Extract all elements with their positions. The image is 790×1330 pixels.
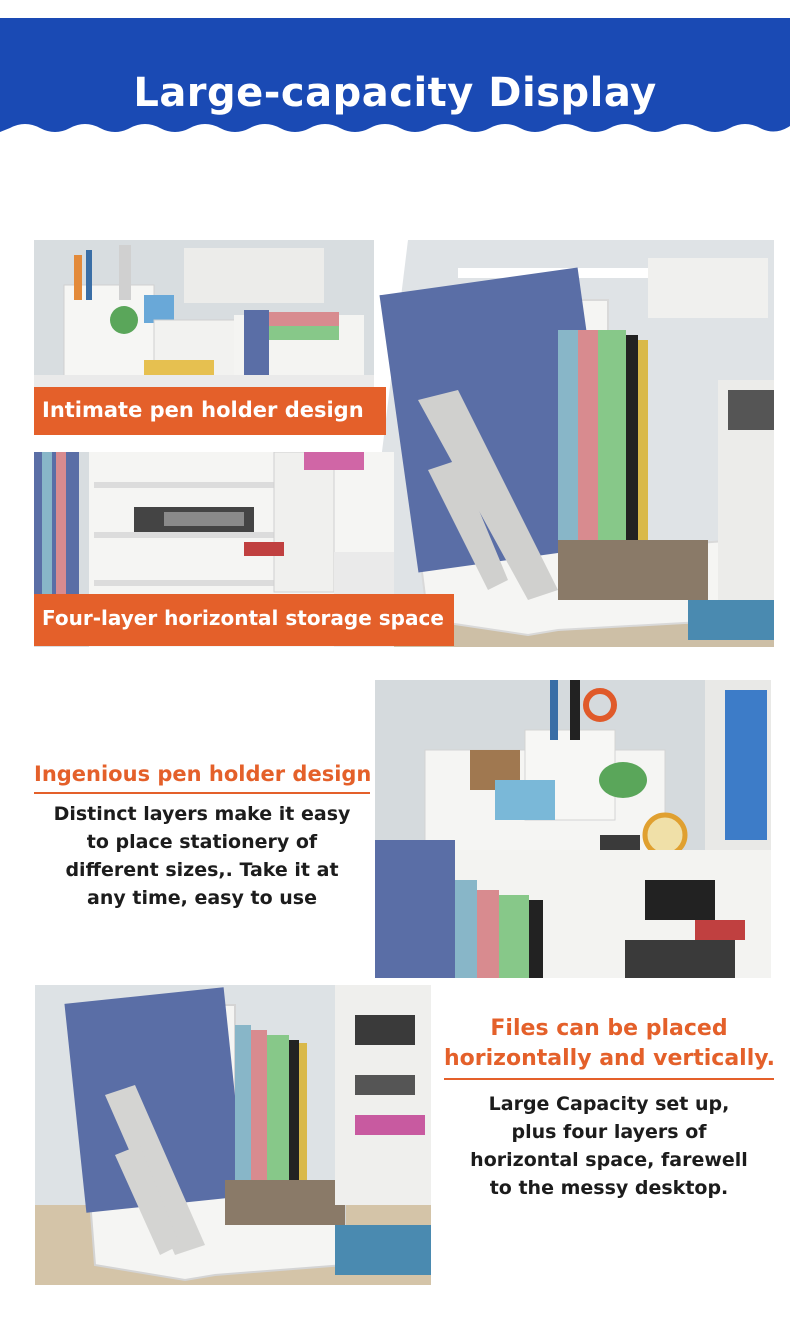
feature-pen-line: different sizes,. Take it at: [65, 859, 339, 881]
feature-files-description: Large Capacity set up, plus four layers …: [444, 1090, 774, 1202]
organizer-file-section-photo: [358, 240, 774, 647]
feature-pen-line: Distinct layers make it easy: [53, 803, 351, 825]
feature-pen-divider: [34, 792, 370, 794]
feature-files-line: horizontal space, farewell: [470, 1149, 748, 1171]
feature-files-line: to the messy desktop.: [489, 1177, 729, 1199]
banner-background: [0, 18, 790, 132]
page-title: Large-capacity Display: [133, 70, 657, 116]
feature-files-title-line: horizontally and vertically.: [444, 1046, 775, 1071]
feature-pen-title: Ingenious pen holder design: [34, 762, 372, 786]
feature-files-line: Large Capacity set up,: [488, 1093, 730, 1115]
feature-pen-line: to place stationery of: [86, 831, 318, 853]
feature-pen-description: Distinct layers make it easy to place st…: [30, 800, 374, 912]
feature-files-line: plus four layers of: [511, 1121, 707, 1143]
feature-files-title: Files can be placed horizontally and ver…: [444, 1014, 775, 1074]
caption-four-layer: Four-layer horizontal storage space: [34, 594, 454, 646]
caption-pen-holder: Intimate pen holder design: [34, 387, 386, 435]
file-organizer-photo: [35, 985, 431, 1285]
header-banner: Large-capacity Display: [0, 18, 790, 140]
feature-files-title-line: Files can be placed: [490, 1016, 728, 1041]
pen-holder-closeup-photo: [375, 680, 771, 978]
feature-pen-line: any time, easy to use: [87, 887, 317, 909]
feature-files-divider: [444, 1078, 774, 1080]
